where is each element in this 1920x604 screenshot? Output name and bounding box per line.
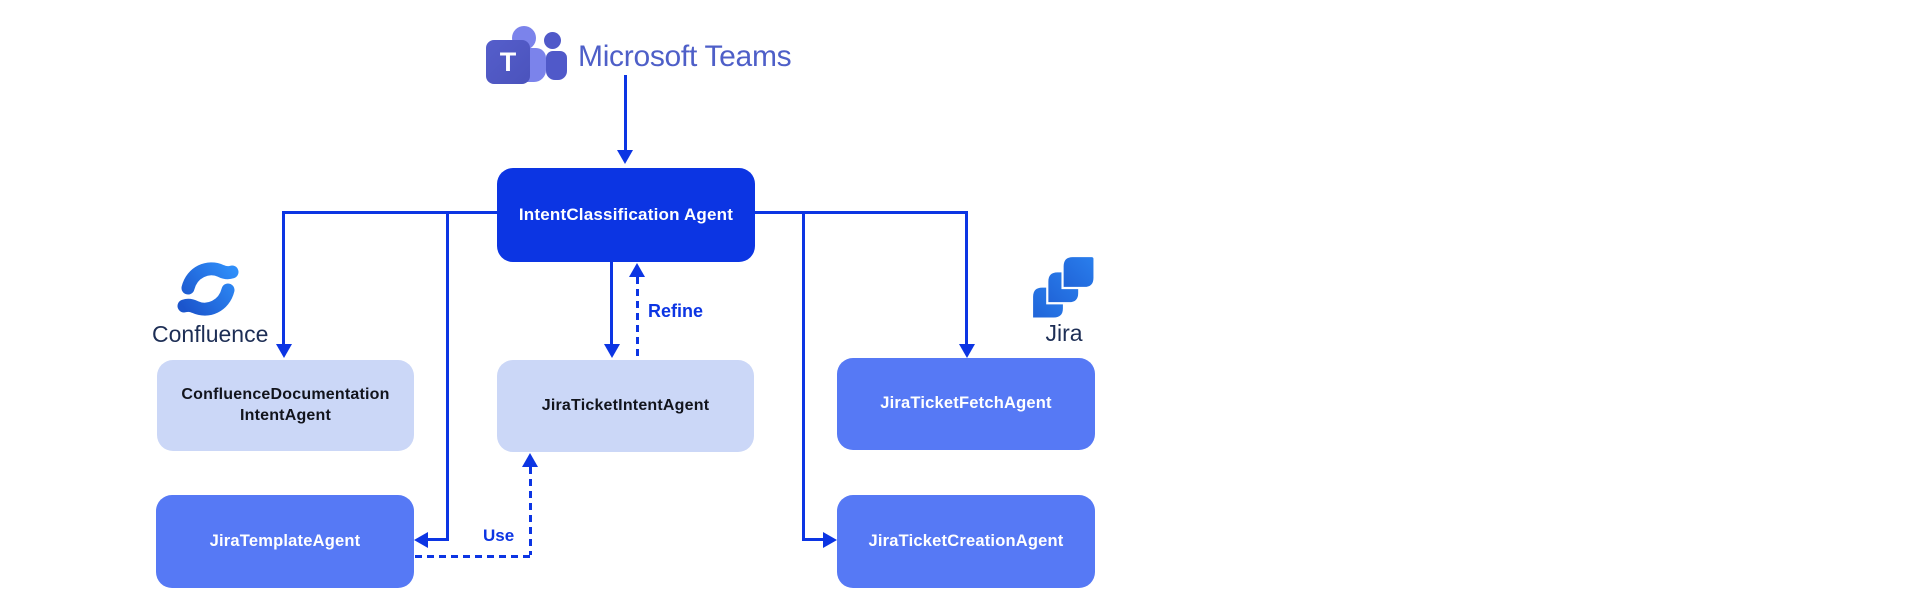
node-jira-ticket-creation-agent: JiraTicketCreationAgent [837,495,1095,588]
node-label: ConfluenceDocumentation IntentAgent [181,385,389,427]
node-jira-ticket-fetch-agent: JiraTicketFetchAgent [837,358,1095,450]
node-label: JiraTicketFetchAgent [880,394,1052,413]
edge-intent-right-branch [754,211,968,214]
edge-intent-to-confluence-doc [282,211,285,345]
jira-wordmark: Jira [1045,320,1083,346]
node-label: JiraTicketIntentAgent [541,396,710,414]
edge-label-refine: Refine [648,301,704,321]
edge-use-dashed-vertical [529,467,532,555]
jira-icon [1031,256,1096,320]
edge-use-dashed-horizontal [415,555,531,558]
edge-intent-left-branch [284,211,498,214]
teams-tile-icon: T [486,40,530,84]
arrowhead-intent-to-template [414,532,428,548]
node-label: IntentClassification Agent [518,204,734,224]
edge-intent-to-template-vertical [446,211,449,541]
node-intent-classification-agent: IntentClassification Agent [497,168,755,262]
edge-intent-to-template-horizontal [428,538,448,541]
teams-person-front-head-icon [544,32,561,49]
teams-wordmark: Microsoft Teams [578,40,792,73]
arrowhead-intent-to-creation [823,532,837,548]
arrowhead-teams-to-intent [617,150,633,164]
node-label-line1: ConfluenceDocumentation [181,385,390,403]
arrowhead-intent-to-confluence-doc [276,344,292,358]
node-label-line2: IntentAgent [239,406,332,424]
teams-tile-letter: T [499,46,517,77]
arrowhead-use [522,453,538,467]
node-jira-template-agent: JiraTemplateAgent [156,495,414,588]
microsoft-teams-icon: T [486,26,578,84]
edge-refine-dashed [636,277,639,360]
arrowhead-intent-to-fetch [959,344,975,358]
teams-person-front-body-icon [546,51,567,80]
arrowhead-refine [629,263,645,277]
edge-label-use: Use [483,526,515,545]
edge-teams-to-intent [624,75,627,151]
node-label: JiraTicketCreationAgent [868,531,1064,550]
edge-intent-to-fetch [965,211,968,345]
edge-intent-to-jira-intent [610,262,613,344]
edge-intent-to-creation-vertical [802,211,805,541]
node-label: JiraTemplateAgent [209,531,361,550]
arrowhead-intent-to-jira-intent [604,344,620,358]
edge-intent-to-creation-horizontal [802,538,823,541]
node-confluence-documentation-intent-agent: ConfluenceDocumentation IntentAgent [157,360,414,451]
confluence-icon [177,262,239,316]
confluence-wordmark: Confluence [152,321,269,347]
node-jira-ticket-intent-agent: JiraTicketIntentAgent [497,360,754,452]
